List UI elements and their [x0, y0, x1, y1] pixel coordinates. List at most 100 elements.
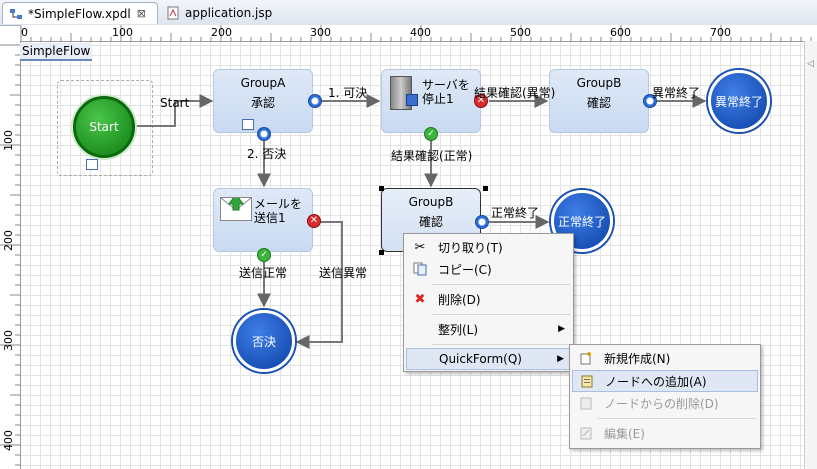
start-node[interactable]: Start [73, 96, 135, 158]
mail-icon [220, 197, 252, 221]
edge-label: 送信異常 [319, 266, 368, 280]
tab-label: *SimpleFlow.xpdl [28, 6, 131, 21]
close-tab-icon[interactable]: ⊠ [136, 7, 146, 20]
port-reject[interactable] [257, 127, 271, 141]
edit-icon [578, 425, 594, 441]
submenu-item-remove-from-node[interactable]: ノードからの削除(D) [572, 392, 758, 414]
menu-item-label: 整列(L) [438, 322, 479, 337]
edge-label: 結果確認(異常) [474, 86, 556, 100]
remove-from-node-icon [578, 395, 594, 411]
horizontal-ruler: 0 100 200 300 400 500 600 700 [20, 25, 817, 42]
menu-separator [432, 344, 570, 345]
menu-item-label: 削除(D) [438, 292, 481, 307]
task-title: GroupA [240, 76, 286, 90]
start-lane [57, 80, 153, 176]
tab-application-jsp[interactable]: application.jsp [160, 2, 272, 24]
success-port-icon[interactable]: ✓ [257, 248, 271, 262]
ruler-label: 100 [112, 26, 133, 39]
menu-item-label: QuickForm(Q) [439, 352, 522, 366]
task-server-stop[interactable]: サーバを 停止1 [381, 69, 481, 133]
add-to-node-icon [579, 373, 595, 389]
task-title: GroupB [576, 76, 622, 90]
new-form-icon [578, 350, 594, 366]
quickform-submenu: 新規作成(N) ノードへの追加(A) ノードからの削除(D) 編集(E) [569, 344, 761, 449]
port-normal[interactable] [475, 215, 489, 229]
task-title: GroupB [408, 195, 454, 209]
end-node-label: 正常終了 [557, 214, 606, 229]
menu-item-label: 切り取り(T) [438, 240, 503, 255]
ruler-label: 500 [510, 26, 531, 39]
menu-item-quickform[interactable]: QuickForm(Q) ▶ [406, 348, 571, 370]
edge-label: 結果確認(正常) [391, 149, 473, 163]
submenu-arrow-icon: ▶ [557, 354, 564, 364]
selection-handle[interactable] [379, 250, 384, 255]
menu-item-cut[interactable]: ✂ 切り取り(T) [406, 236, 571, 258]
edge-label: 送信正常 [239, 266, 288, 280]
ruler-label: 200 [211, 26, 232, 39]
task-title: メールを [254, 197, 303, 211]
selection-handle[interactable] [379, 186, 384, 191]
task-subtitle: 確認 [418, 215, 443, 229]
ruler-label: 300 [310, 26, 331, 39]
menu-item-label: 編集(E) [604, 426, 645, 441]
editor-tab-bar: *SimpleFlow.xpdl ⊠ application.jsp [0, 0, 817, 26]
jsp-file-icon [166, 6, 180, 20]
submenu-item-new[interactable]: 新規作成(N) [572, 347, 758, 369]
context-menu: ✂ 切り取り(T) コピー(C) ✖ 削除(D) 整列(L) ▶ QuickFo… [403, 233, 574, 372]
task-groupb-check-top[interactable]: GroupB 確認 [549, 69, 649, 133]
tab-simpleflow[interactable]: *SimpleFlow.xpdl ⊠ [2, 2, 158, 24]
edge-label: 正常終了 [491, 206, 540, 220]
scissors-icon: ✂ [414, 239, 426, 255]
task-send-mail[interactable]: メールを 送信1 [213, 188, 313, 252]
port-approve[interactable] [308, 94, 322, 108]
form-icon [86, 159, 98, 170]
port-abnormal[interactable] [643, 94, 657, 108]
collapse-arrow-icon[interactable]: ◁ [807, 59, 814, 69]
task-subtitle: 承認 [250, 96, 275, 110]
menu-item-delete[interactable]: ✖ 削除(D) [406, 288, 571, 310]
edge-label: 2. 否決 [247, 147, 287, 161]
submenu-arrow-icon: ▶ [558, 324, 565, 334]
xpdl-file-icon [9, 7, 23, 21]
selection-handle[interactable] [483, 186, 488, 191]
edge-label: 1. 可決 [328, 86, 368, 100]
ruler-label: 400 [410, 26, 431, 39]
start-node-label: Start [89, 120, 119, 134]
task-groupa-approve[interactable]: GroupA 承認 [213, 69, 313, 133]
copy-icon [412, 261, 428, 277]
success-port-icon[interactable]: ✓ [424, 127, 438, 141]
server-badge-icon [406, 94, 418, 106]
ruler-label: 600 [610, 26, 631, 39]
task-title: サーバを [422, 78, 470, 92]
submenu-item-edit[interactable]: 編集(E) [572, 422, 758, 444]
edge-label: Start [160, 96, 190, 110]
end-node-label: 否決 [251, 334, 276, 349]
menu-separator [432, 284, 570, 285]
vertical-ruler: 100 200 300 400 [0, 41, 21, 469]
submenu-item-add-to-node[interactable]: ノードへの追加(A) [572, 370, 758, 392]
end-node-reject[interactable]: 否決 [233, 310, 295, 372]
delete-icon: ✖ [414, 291, 426, 307]
ruler-label: 0 [21, 26, 28, 39]
error-port-icon[interactable]: ✕ [307, 214, 321, 228]
error-port-icon[interactable]: ✕ [474, 94, 488, 108]
menu-item-label: ノードからの削除(D) [604, 396, 719, 411]
menu-item-label: ノードへの追加(A) [605, 374, 707, 389]
form-icon [242, 119, 254, 130]
menu-separator [598, 418, 756, 419]
menu-item-arrange[interactable]: 整列(L) ▶ [406, 318, 571, 340]
end-node-label: 異常終了 [714, 94, 763, 109]
diagram-title: SimpleFlow [20, 43, 93, 61]
ruler-label: 700 [710, 26, 731, 39]
menu-separator [432, 314, 570, 315]
vertical-scrollbar[interactable]: ◁ [804, 41, 817, 469]
task-subtitle: 確認 [586, 96, 611, 110]
edge-label: 異常終了 [652, 86, 701, 100]
task-subtitle: 停止1 [422, 92, 454, 106]
end-node-abnormal[interactable]: 異常終了 [708, 70, 770, 132]
menu-item-label: コピー(C) [438, 262, 492, 277]
menu-item-copy[interactable]: コピー(C) [406, 258, 571, 280]
task-subtitle: 送信1 [254, 211, 286, 225]
menu-item-label: 新規作成(N) [604, 351, 671, 366]
